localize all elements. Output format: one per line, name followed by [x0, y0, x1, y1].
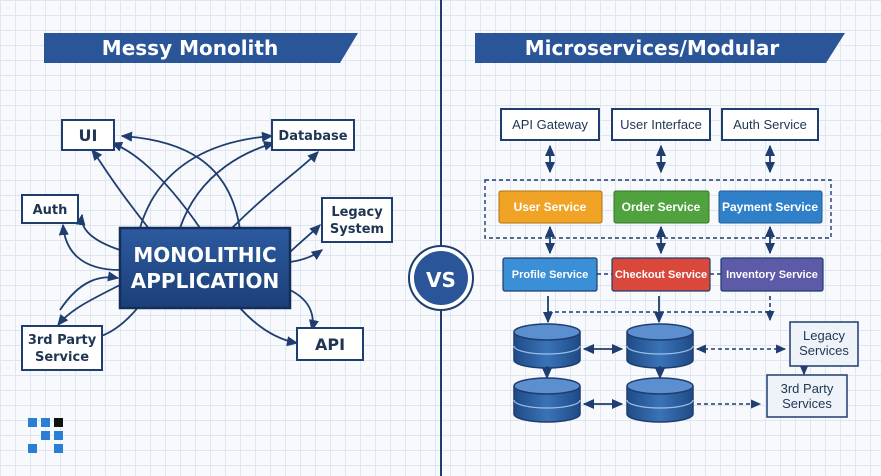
left-title-banner: Messy Monolith	[44, 33, 358, 63]
core-line2: APPLICATION	[131, 269, 279, 293]
node-auth: Auth	[21, 194, 79, 224]
database-icon	[513, 377, 581, 423]
domain-row-item-0: Profile Service	[512, 269, 588, 281]
top-row-item-0: API Gateway	[512, 117, 588, 132]
right-title-banner: Microservices/Modular	[475, 33, 845, 63]
node-database-label: Database	[278, 129, 347, 144]
database-connections	[541, 343, 810, 410]
top-to-services-arrows	[544, 144, 776, 174]
node-ui: UI	[61, 119, 115, 151]
third-party-services-box: 3rd Party Services	[766, 374, 848, 418]
legacy-services-box: Legacy Services	[789, 321, 859, 367]
node-auth-label: Auth	[33, 203, 68, 218]
vs-badge: VS	[408, 245, 474, 311]
node-ui-label: UI	[79, 126, 98, 145]
domain-row: Profile Service Checkout Service Invento…	[502, 257, 824, 292]
domain-row-item-2: Inventory Service	[726, 269, 818, 281]
services-row-item-2: Payment Service	[722, 200, 818, 214]
left-title: Messy Monolith	[102, 36, 278, 60]
third-party-services-line1: 3rd Party	[781, 381, 834, 396]
node-legacy-system: Legacy System	[321, 197, 393, 243]
services-to-domain-arrows	[544, 225, 776, 255]
legacy-services-line1: Legacy	[803, 328, 845, 343]
node-database: Database	[271, 119, 355, 151]
services-row-item-1: Order Service	[622, 200, 701, 214]
core-line1: MONOLITHIC	[133, 243, 276, 267]
database-icon	[626, 323, 694, 369]
services-row: User Service Order Service Payment Servi…	[498, 190, 823, 224]
right-title: Microservices/Modular	[525, 36, 780, 60]
top-row-item-2: Auth Service	[733, 117, 807, 132]
third-party-services-line2: Services	[782, 396, 832, 411]
domain-row-item-1: Checkout Service	[615, 269, 707, 281]
legacy-services-line2: Services	[799, 343, 849, 358]
monolithic-application-box: MONOLITHIC APPLICATION	[118, 226, 292, 310]
domain-to-db-arrows	[542, 296, 775, 324]
logo-icon	[28, 418, 63, 453]
node-third-party-line2: Service	[35, 350, 89, 365]
services-row-item-0: User Service	[514, 200, 587, 214]
node-legacy-line1: Legacy	[331, 205, 383, 220]
node-api-label: API	[315, 335, 345, 354]
monolith-connections	[57, 131, 324, 347]
vs-label: VS	[426, 268, 456, 292]
database-icon	[626, 377, 694, 423]
node-legacy-line2: System	[330, 222, 384, 237]
top-row: API Gateway User Interface Auth Service	[500, 108, 819, 141]
database-icon	[513, 323, 581, 369]
top-row-item-1: User Interface	[620, 117, 702, 132]
node-third-party-line1: 3rd Party	[28, 333, 97, 348]
node-third-party: 3rd Party Service	[21, 325, 103, 371]
node-api: API	[296, 327, 364, 361]
